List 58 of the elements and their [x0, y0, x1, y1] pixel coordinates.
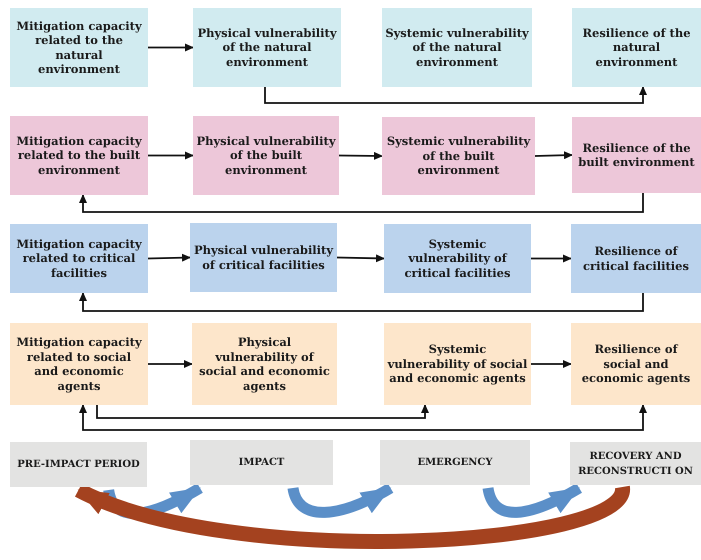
box-label: Physical vulnerability of critical facilities — [193, 243, 334, 272]
box-label: Systemic vulnerability of the natural environment — [385, 26, 529, 70]
process-box — [382, 8, 532, 87]
process-box — [190, 223, 337, 292]
arrow — [148, 44, 194, 52]
process-box — [382, 117, 535, 195]
box-label: EMERGENCY — [417, 456, 493, 470]
process-box — [571, 323, 701, 405]
arrow — [264, 86, 647, 104]
box-label: RECOVERY AND RECONSTRUCTI ON — [577, 450, 694, 478]
box-label: Systemic vulnerability of critical facilities — [404, 236, 512, 280]
process-box — [10, 116, 148, 195]
process-box — [193, 116, 339, 195]
process-box — [193, 8, 341, 87]
arrow — [336, 254, 385, 262]
arrow — [534, 151, 573, 160]
process-box — [10, 224, 148, 293]
arrow — [531, 254, 572, 262]
phase-box — [380, 440, 530, 485]
process-box — [10, 8, 148, 87]
process-box — [571, 224, 701, 293]
arrow — [79, 292, 644, 312]
arrow — [148, 254, 191, 262]
curved-arrow — [288, 483, 394, 518]
box-label: Mitigation capacity related to critical facilities — [15, 236, 143, 280]
box-label: Physical vulnerability of the natural environment — [196, 26, 338, 70]
box-label: Physical vulnerability of social and economic agents — [198, 335, 331, 393]
process-box — [384, 224, 531, 293]
box-label: Resilience of critical facilities — [582, 244, 690, 273]
process-box — [384, 323, 531, 405]
arrow — [148, 360, 193, 368]
box-label: Mitigation capacity related to the natural environment — [15, 18, 143, 76]
box-label: Systemic vulnerability of social and economic agents — [387, 342, 528, 386]
curved-arrow — [103, 483, 203, 519]
box-label: Mitigation capacity related to social and economic agents — [15, 335, 143, 393]
box-label: Systemic vulnerability of the built environment — [386, 134, 532, 178]
process-box — [10, 323, 148, 405]
curved-arrow — [76, 483, 630, 549]
phase-box — [190, 440, 333, 485]
box-label: Resilience of social and economic agents — [580, 342, 692, 386]
process-box — [572, 117, 701, 193]
curved-arrow — [482, 483, 582, 518]
box-label: Mitigation capacity related to the built environment — [15, 134, 143, 178]
box-label: Resilience of the built environment — [577, 140, 696, 170]
phase-box — [570, 442, 701, 485]
process-box — [192, 323, 337, 405]
phase-box — [10, 442, 147, 487]
box-label: Resilience of the natural environment — [581, 26, 692, 70]
process-box — [572, 8, 701, 87]
arrow — [79, 404, 647, 431]
arrow — [79, 193, 644, 213]
box-label: PRE-IMPACT PERIOD — [17, 458, 140, 472]
arrow — [531, 360, 572, 368]
box-label: IMPACT — [238, 456, 284, 470]
arrow — [148, 152, 194, 160]
arrow — [339, 152, 383, 160]
arrow — [96, 404, 429, 419]
box-label: Physical vulnerability of the built environment — [196, 134, 336, 178]
